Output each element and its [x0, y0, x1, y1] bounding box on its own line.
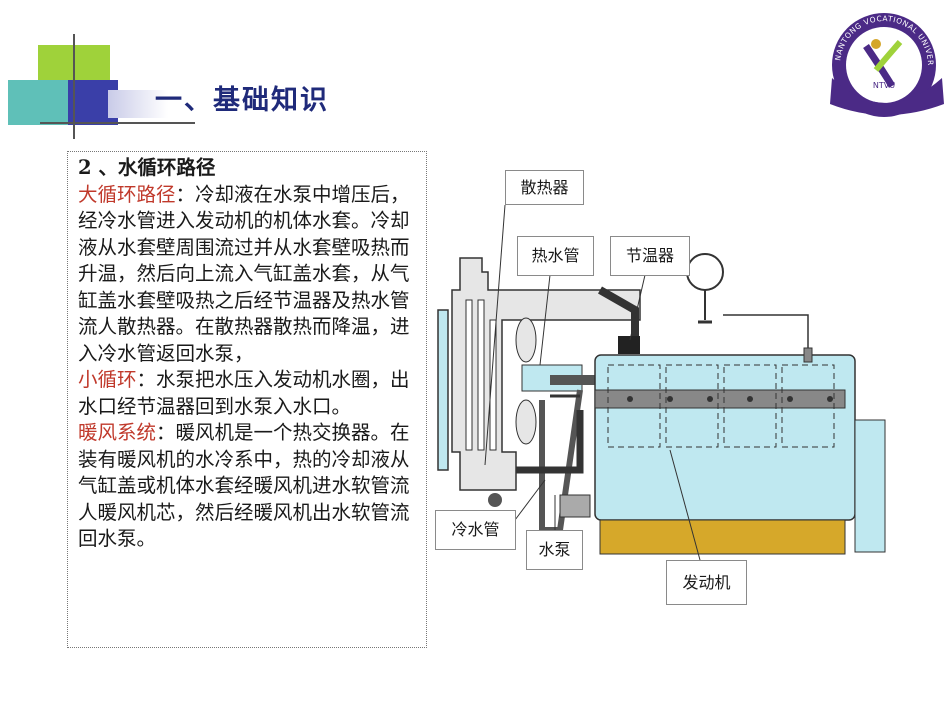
label-engine: 发动机 [666, 560, 747, 605]
engine-illustration [437, 204, 886, 561]
temperature-gauge [686, 253, 724, 291]
radiator-core [437, 309, 449, 471]
university-logo: NTVU NANTONG VOCATIONAL UNIVERSITY [826, 8, 944, 117]
crankshaft [594, 389, 846, 409]
section-heading: 2 、水循环路径 [78, 156, 216, 179]
label-hot-water-pipe: 热水管 [517, 236, 594, 276]
small-cycle-text: ：水泵把水压入发动机水圈，出水口经节温器回到水泵入水口。 [78, 368, 410, 418]
heater-label: 暖风系统 [78, 421, 157, 444]
logo-abbr: NTVU [873, 81, 895, 90]
engine-block [594, 354, 856, 521]
label-thermostat: 节温器 [610, 236, 690, 276]
heater-text: ：暖风机是一个热交换器。在装有暖风机的水冷系中，热的冷却液从气缸盖或机体水套经暖… [78, 421, 410, 550]
oil-pan [599, 519, 846, 555]
big-cycle-paragraph: 大循环路径：冷却液在水泵中增压后，经冷水管进入发动机的机体水套。冷却液从水套壁周… [78, 182, 416, 368]
small-cycle-paragraph: 小循环：水泵把水压入发动机水圈，出水口经节温器回到水泵入水口。 [78, 367, 416, 420]
radiator-body [451, 257, 641, 491]
cooling-system-diagram: 散热器 热水管 节温器 冷水管 水泵 发动机 [430, 160, 890, 610]
label-cold-water-pipe: 冷水管 [435, 510, 516, 550]
small-cycle-label: 小循环 [78, 368, 137, 391]
content-textbox: 2 、水循环路径 大循环路径：冷却液在水泵中增压后，经冷水管进入发动机的机体水套… [67, 151, 427, 648]
flywheel-housing [854, 419, 886, 553]
thermostat-body [618, 336, 640, 354]
big-cycle-label: 大循环路径 [78, 182, 176, 206]
big-cycle-text: ：冷却液在水泵中增压后，经冷水管进入发动机的机体水套。冷却液从水套壁周围流过并从… [78, 182, 410, 365]
corner-decoration [0, 0, 200, 140]
label-radiator: 散热器 [505, 170, 584, 205]
page-title: 一、基础知识 [155, 85, 329, 116]
heater-paragraph: 暖风系统：暖风机是一个热交换器。在装有暖风机的水冷系中，热的冷却液从气缸盖或机体… [78, 420, 416, 553]
label-water-pump: 水泵 [526, 530, 583, 570]
